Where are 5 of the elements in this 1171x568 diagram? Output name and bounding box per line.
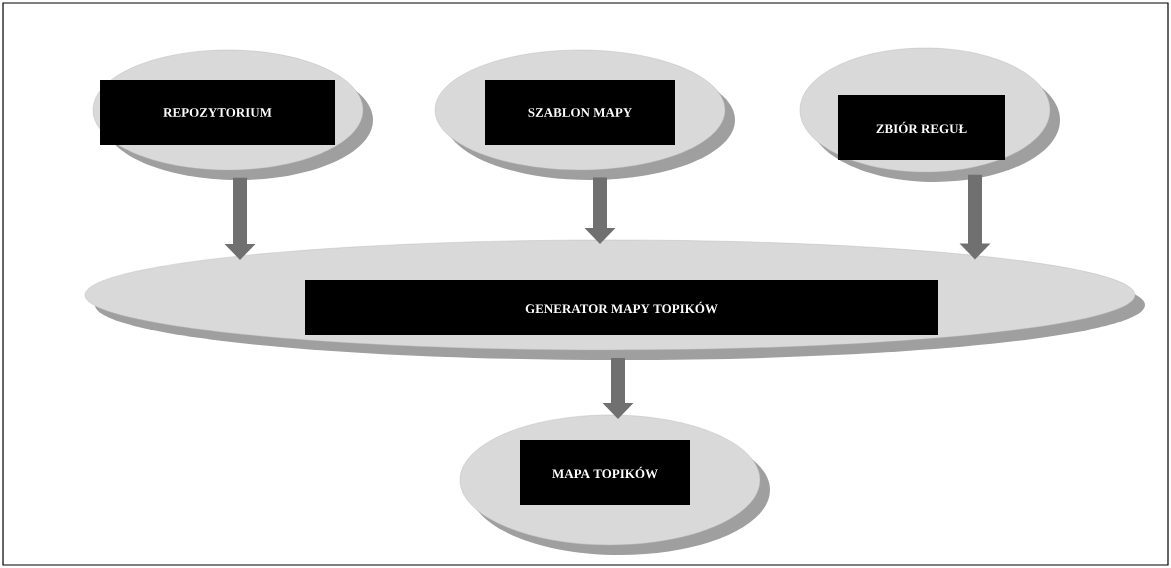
label-box: GENERATOR MAPY TOPIKÓW	[305, 280, 938, 335]
label-box: REPOZYTORIUM	[100, 80, 335, 145]
label-box: ZBIÓR REGUŁ	[838, 95, 1005, 160]
label-box: MAPA TOPIKÓW	[520, 440, 690, 505]
label-box: SZABLON MAPY	[485, 80, 675, 145]
